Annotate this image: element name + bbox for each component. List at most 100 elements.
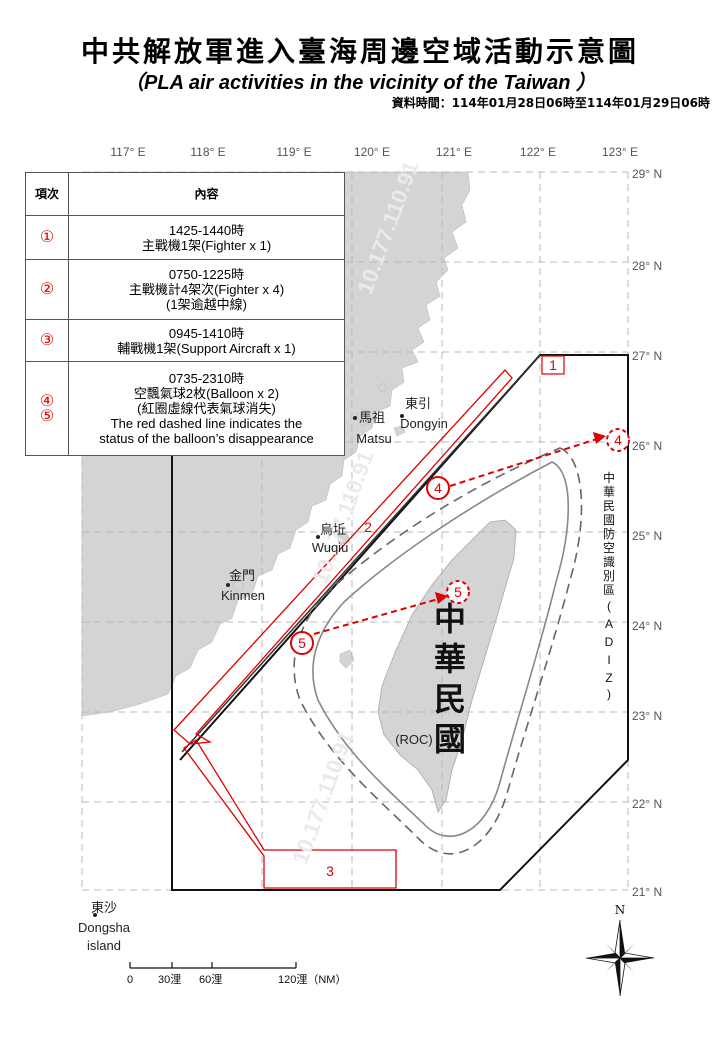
marker-4-label: 4 — [434, 480, 442, 496]
lon-label: 119° E — [276, 145, 311, 159]
kinmen-zh-label: 金門 — [229, 568, 255, 583]
roc-en-label: (ROC) — [395, 732, 433, 747]
roc-char: 國 — [434, 720, 466, 758]
row-content: 0945-1410時 輔戰機1架(Support Aircraft x 1) — [68, 319, 345, 362]
row-number: ① — [25, 215, 69, 260]
row-line: 0735-2310時 — [168, 371, 245, 386]
marker-5-label: 5 — [298, 635, 306, 651]
track-3-box — [183, 739, 397, 889]
adiz-label-char: A — [605, 617, 613, 631]
lon-label: 122° E — [520, 145, 556, 159]
scale-label: 60浬 — [199, 973, 222, 986]
adiz-label-char: 中 — [603, 470, 615, 485]
marker-5-circle — [290, 631, 314, 655]
matsu-zh-label: 馬祖 — [359, 410, 385, 425]
row-line: 主戰機1架(Fighter x 1) — [141, 237, 272, 253]
adiz-label-char: I — [607, 653, 610, 667]
row-content: 0750-1225時 主戰機計4架次(Fighter x 4) (1架逾越中線) — [68, 259, 345, 320]
lat-label: 22° N — [632, 797, 662, 811]
table-header-content: 內容 — [68, 172, 345, 216]
wuqiu-zh-label: 烏坵 — [320, 522, 346, 537]
lon-label: 121° E — [436, 145, 472, 159]
lat-label: 21° N — [632, 885, 662, 899]
row-line: 1425-1440時 — [168, 222, 245, 238]
table-row: ② 0750-1225時 主戰機計4架次(Fighter x 4) (1架逾越中… — [25, 259, 345, 320]
coastal-islands — [231, 382, 406, 669]
watermark: 10.177.110.91 — [287, 728, 358, 868]
table-header-item: 項次 — [25, 172, 69, 216]
lon-label: 123° E — [602, 145, 638, 159]
adiz-label-char: 國 — [603, 513, 615, 527]
row-content: 1425-1440時 主戰機1架(Fighter x 1) — [68, 215, 345, 260]
lat-label: 28° N — [632, 259, 662, 273]
lat-label: 27° N — [632, 349, 662, 363]
scale-bar — [129, 962, 297, 969]
lat-label: 24° N — [632, 619, 662, 633]
marker-2-label: 2 — [364, 519, 372, 535]
data-period: 資料時間：114年01月28日06時至114年01月29日06時 — [391, 96, 710, 110]
row-line: 輔戰機1架(Support Aircraft x 1) — [117, 340, 296, 356]
marker-3-label: 3 — [326, 863, 334, 879]
matsu-en-label: Matsu — [356, 431, 391, 446]
lon-label: 117° E — [110, 145, 145, 159]
median-line — [181, 354, 541, 753]
row-number: ③ — [25, 319, 69, 362]
marker-4-circle — [426, 476, 450, 500]
balloon-5-arrowhead — [435, 592, 448, 604]
lon-label: 120° E — [354, 145, 390, 159]
compass-north-label: N — [615, 903, 626, 917]
marker-1-label: 1 — [549, 357, 557, 373]
adiz-label-char: 空 — [603, 541, 615, 555]
marker-5-end-circle — [446, 580, 470, 604]
row-line: The red dashed line indicates the — [110, 416, 303, 431]
page-title: 中共解放軍進入臺海周邊空域活動示意圖 — [80, 35, 639, 68]
lat-label: 29° N — [632, 167, 662, 181]
taiwan-island — [377, 519, 517, 813]
compass-icon: N — [585, 903, 655, 997]
adiz-label-char: Z — [605, 671, 612, 685]
row-number: ② — [25, 259, 69, 320]
activity-table: 項次 內容 ① 1425-1440時 主戰機1架(Fighter x 1) ② … — [25, 172, 345, 456]
lat-label: 25° N — [632, 529, 662, 543]
row-content: 0735-2310時 空飄氣球2枚(Balloon x 2) (紅圈虛線代表氣球… — [68, 361, 345, 456]
kinmen-en-label: Kinmen — [221, 588, 265, 603]
scale-label: 30浬 — [158, 973, 181, 986]
lat-label: 23° N — [632, 709, 662, 723]
dongsha-island-label: island — [87, 938, 121, 953]
dongsha-en-label: Dongsha — [78, 920, 131, 935]
adiz-label-char: ) — [607, 687, 611, 701]
marker-5-end-label: 5 — [454, 584, 462, 600]
adiz-label-char: 民 — [603, 499, 615, 513]
scale-label: 0 — [127, 974, 133, 986]
balloon-4-arrowhead — [593, 432, 606, 444]
table-row: ① 1425-1440時 主戰機1架(Fighter x 1) — [25, 215, 345, 260]
lon-label: 118° E — [190, 145, 225, 159]
row-line: (1架逾越中線) — [166, 297, 247, 312]
adiz-label-char: 識 — [603, 555, 615, 569]
table-row: ④ ⑤ 0735-2310時 空飄氣球2枚(Balloon x 2) (紅圈虛線… — [25, 361, 345, 456]
adiz-label-char: ( — [607, 599, 611, 613]
adiz-label-char: 防 — [603, 526, 615, 541]
row-line: 空飄氣球2枚(Balloon x 2) — [133, 386, 280, 401]
track-2-box — [173, 369, 513, 745]
row-line: (紅圈虛線代表氣球消失) — [137, 401, 276, 416]
scale-label: 120浬（NM） — [278, 973, 346, 986]
page-subtitle: （PLA air activities in the vicinity of t… — [124, 72, 596, 94]
table-header-row: 項次 內容 — [25, 172, 345, 216]
balloon-4-track — [449, 437, 601, 487]
roc-char: 中 — [434, 600, 466, 638]
dongyin-en-label: Dongyin — [400, 416, 448, 431]
adiz-label-char: D — [605, 635, 614, 649]
place-dots — [93, 414, 404, 917]
adiz-label-char: 區 — [603, 583, 615, 597]
dongyin-zh-label: 東引 — [405, 396, 431, 411]
marker-4-end-label: 4 — [614, 432, 622, 448]
row-line: 0945-1410時 — [168, 325, 245, 341]
track-1-marker — [541, 355, 565, 375]
row-number: ④ ⑤ — [25, 361, 69, 456]
territorial-line — [312, 461, 570, 838]
row-line: 主戰機計4架次(Fighter x 4) — [128, 282, 285, 297]
balloon-5-track — [313, 597, 443, 635]
roc-char: 華 — [434, 640, 466, 678]
table-row: ③ 0945-1410時 輔戰機1架(Support Aircraft x 1) — [25, 319, 345, 362]
